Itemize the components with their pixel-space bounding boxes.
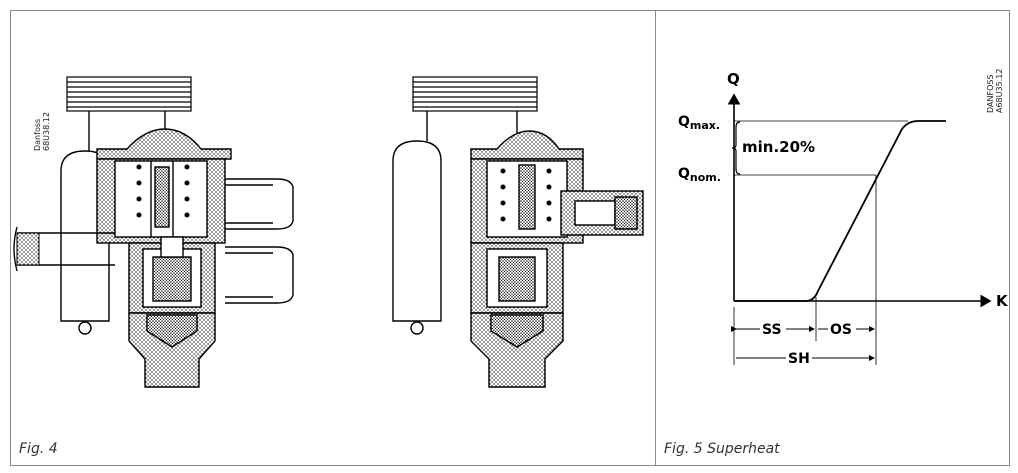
fig5-caption: Fig. 5 Superheat bbox=[664, 441, 780, 457]
spring-1 bbox=[136, 164, 190, 218]
ref-code-line1: Danfoss bbox=[33, 118, 42, 151]
min-brace bbox=[731, 121, 741, 175]
ref-code-line1: DANFOSS bbox=[986, 74, 995, 113]
fig4-panel: Danfoss 68U38.12 bbox=[10, 10, 656, 466]
bulb-2 bbox=[392, 140, 442, 322]
fig5-panel: DANFOSS A68U35.12 Q K Qmax. Qnom. m bbox=[655, 10, 1010, 466]
ref-code-line2: A68U35.12 bbox=[995, 68, 1004, 113]
sh-label: SH bbox=[788, 351, 810, 367]
fig5-ref-code: DANFOSS A68U35.12 bbox=[986, 69, 1004, 113]
ref-code-line2: 68U38.12 bbox=[42, 112, 51, 151]
min-20pct-label: min.20% bbox=[742, 138, 815, 156]
ss-label: SS bbox=[762, 322, 782, 338]
valve-2-internal-equalizer bbox=[392, 76, 644, 388]
capillary-coil-1 bbox=[66, 76, 192, 112]
q-nom-label: Qnom. bbox=[678, 166, 721, 184]
capacity-curve bbox=[734, 120, 946, 302]
y-axis-label: Q bbox=[727, 70, 740, 88]
capillary-coil-2 bbox=[412, 76, 538, 112]
os-label: OS bbox=[830, 322, 852, 338]
superheat-graph: Q K Qmax. Qnom. min.20% SS OS S bbox=[678, 70, 1009, 367]
q-max-label: Qmax. bbox=[678, 114, 720, 132]
valve-1-with-external-equalizer bbox=[13, 76, 294, 388]
x-axis-label: K bbox=[996, 292, 1009, 310]
fig4-ref-code: Danfoss 68U38.12 bbox=[33, 112, 51, 151]
fig4-caption: Fig. 4 bbox=[19, 441, 58, 457]
fig4-drawing bbox=[13, 76, 644, 388]
